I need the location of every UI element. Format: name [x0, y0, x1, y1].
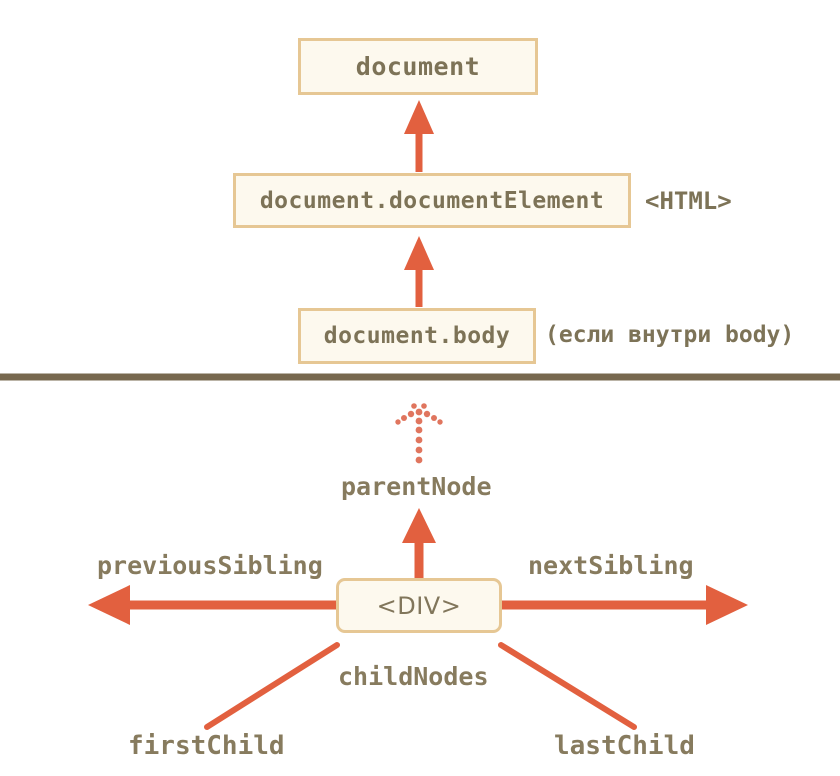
line-firstchild — [204, 642, 340, 730]
node-box-document[interactable]: document — [298, 38, 538, 95]
dotted-parent-arrow-icon — [395, 403, 443, 464]
arrow-previoussibling — [88, 585, 336, 625]
label-previoussibling: previousSibling — [97, 551, 323, 580]
label-parentnode: parentNode — [341, 472, 492, 501]
note-if-inside-body: (если внутри body) — [545, 322, 795, 348]
label-childnodes: childNodes — [338, 662, 489, 691]
label-nextsibling: nextSibling — [528, 551, 694, 580]
arrow-nextsibling — [502, 585, 748, 625]
node-box-document-documentelement[interactable]: document.documentElement — [233, 173, 631, 228]
label-lastchild: lastChild — [554, 731, 695, 761]
node-box-document-body[interactable]: document.body — [298, 308, 536, 364]
arrow-documentelement-to-document — [404, 100, 434, 172]
arrow-parentnode — [402, 508, 436, 578]
node-box-div[interactable]: <DIV> — [336, 578, 502, 633]
arrow-body-to-documentelement — [404, 236, 434, 307]
note-html-tag: <HTML> — [645, 187, 732, 215]
label-firstchild: firstChild — [128, 731, 285, 761]
line-lastchild — [498, 642, 637, 730]
